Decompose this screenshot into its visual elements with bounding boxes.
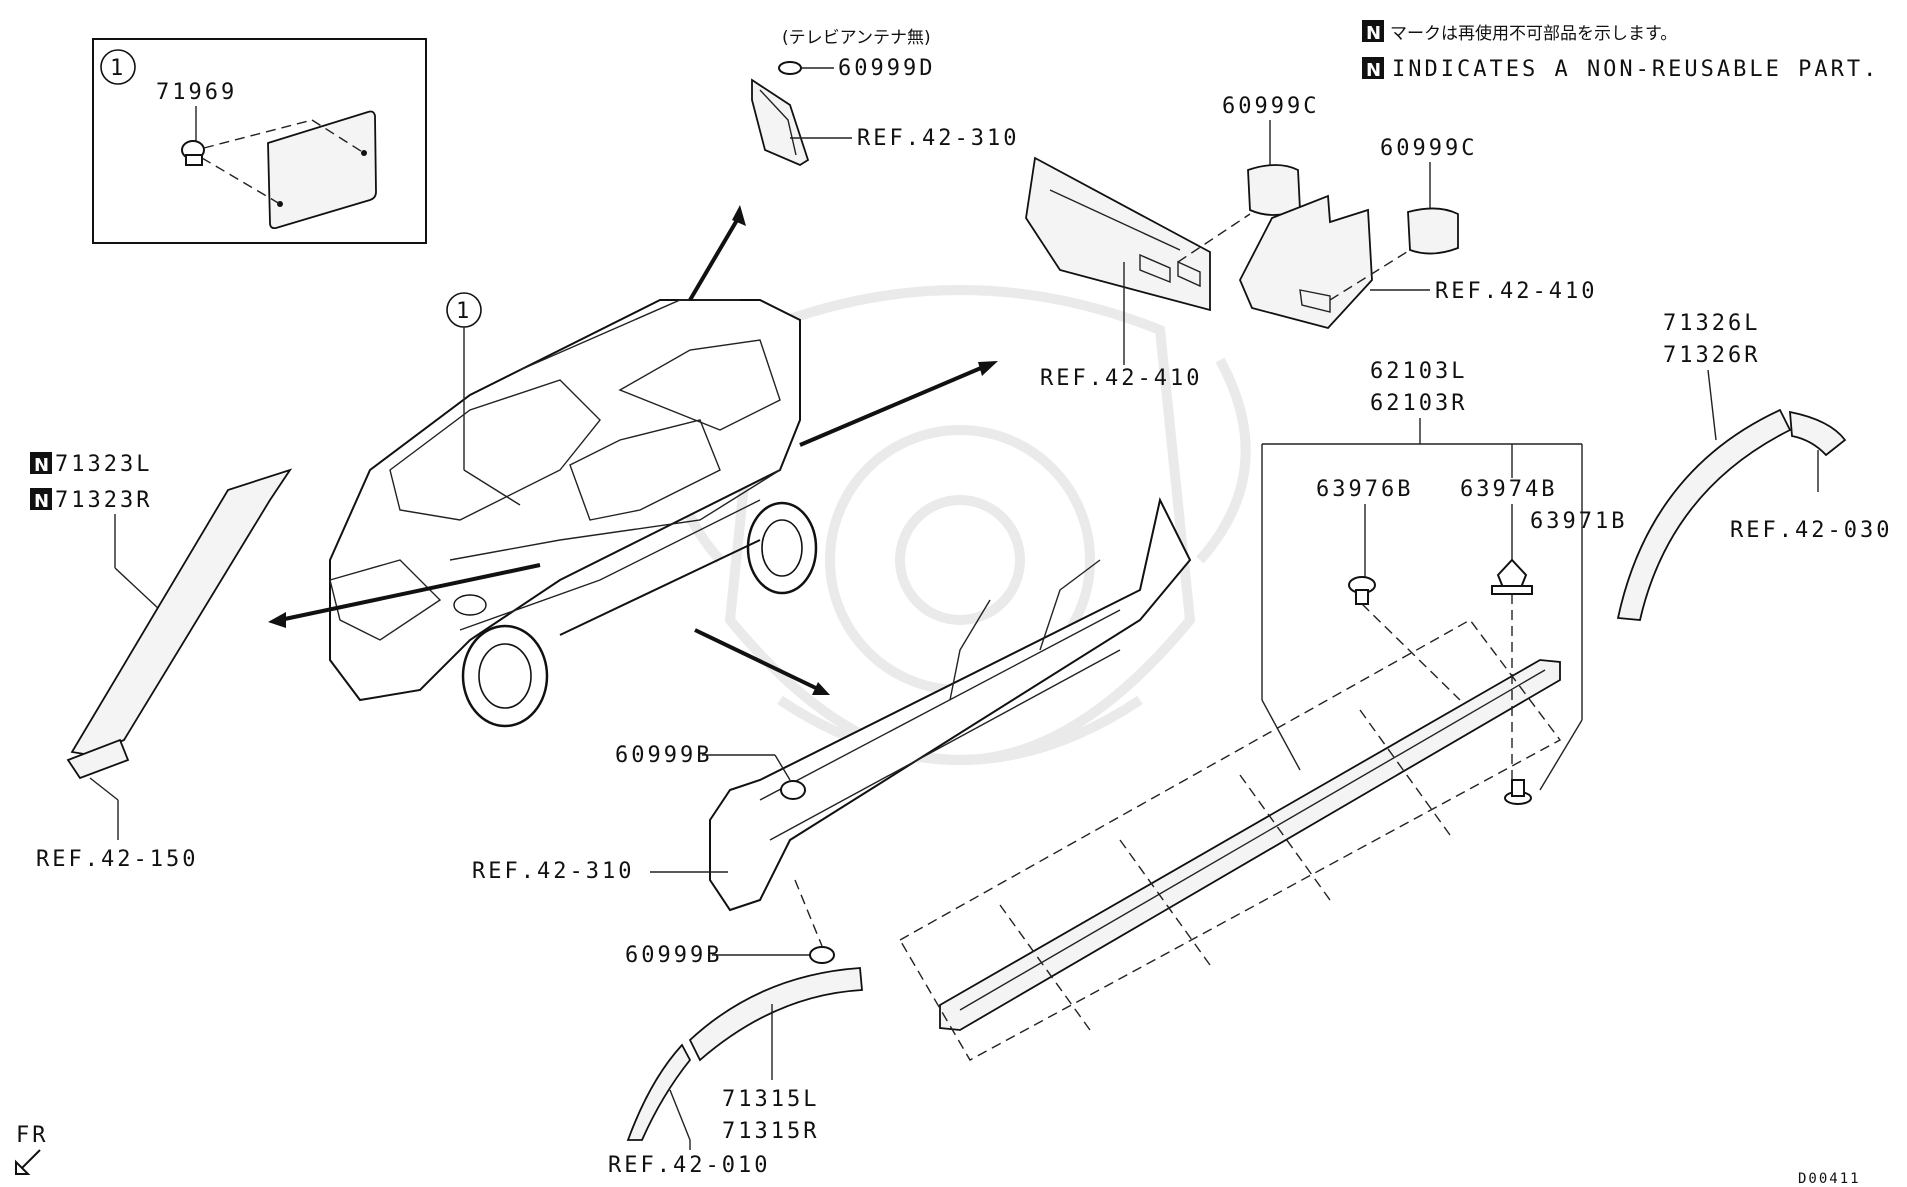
label-62103L: 62103L — [1370, 359, 1467, 384]
label-fr: FR — [16, 1123, 49, 1148]
label-71326R: 71326R — [1663, 343, 1760, 368]
label-60999B-b: 60999B — [625, 943, 722, 968]
pillar-molding-group: N 71323L N 71323R REF.42-150 — [30, 452, 293, 872]
vehicle-callout-number: 1 — [456, 299, 472, 324]
diagram-code: D00411 — [1798, 1171, 1861, 1187]
inset-callout-number: 1 — [110, 56, 126, 81]
clip-63971B-icon — [1504, 779, 1532, 805]
vehicle-illustration — [329, 299, 818, 728]
label-ref-42-310-bot: REF.42-310 — [472, 859, 634, 884]
label-63971B: 63971B — [1530, 509, 1627, 534]
label-ref-42-150: REF.42-150 — [36, 847, 198, 872]
pointer-arrows — [268, 205, 998, 695]
clip-71969-icon — [181, 140, 205, 166]
label-60999B-a: 60999B — [615, 743, 712, 768]
svg-text:N: N — [1366, 60, 1381, 81]
clip-63976B-icon — [1348, 576, 1376, 605]
label-71323L: 71323L — [55, 452, 152, 477]
label-62103R: 62103R — [1370, 391, 1467, 416]
antenna-group: (テレビアンテナ無) 60999D REF.42-310 — [751, 28, 1019, 167]
label-ref-42-010: REF.42-010 — [608, 1153, 770, 1178]
label-ref-42-310-top: REF.42-310 — [857, 126, 1019, 151]
label-63976B: 63976B — [1316, 477, 1413, 502]
front-direction-indicator: FR — [15, 1123, 49, 1175]
label-63974B: 63974B — [1460, 477, 1557, 502]
svg-text:N: N — [34, 491, 49, 512]
svg-text:N: N — [34, 455, 49, 476]
body-side-panel: 60999B REF.42-310 60999B — [472, 497, 1192, 968]
front-fender-molding-part — [688, 967, 863, 1062]
label-ref-42-410-a: REF.42-410 — [1040, 366, 1202, 391]
non-reusable-notice: N マークは再使用不可部品を示します。 N INDICATES A NON-RE… — [1362, 20, 1879, 82]
front-fender-molding-group: 71315L 71315R REF.42-010 — [608, 967, 863, 1178]
rear-panel-group: 60999C REF.42-410 60999C REF.42-410 — [1025, 94, 1597, 391]
clip-63974B-icon — [1491, 558, 1533, 595]
notice-jp-text: マークは再使用不可部品を示します。 — [1390, 23, 1677, 44]
label-71315R: 71315R — [722, 1119, 819, 1144]
label-71315L: 71315L — [722, 1087, 819, 1112]
rear-fender-molding-group: 71326L 71326R REF.42-030 — [1616, 311, 1892, 621]
label-71323R: 71323R — [55, 488, 152, 513]
side-sill-group: 62103L 62103R 63976B 63974B 63971B — [899, 359, 1627, 1061]
svg-text:N: N — [1366, 23, 1381, 44]
side-sill-garnish-part — [939, 659, 1561, 1031]
label-60999D: 60999D — [838, 56, 935, 81]
label-ref-42-030: REF.42-030 — [1730, 518, 1892, 543]
inset-box: 1 71969 — [92, 38, 427, 244]
label-60999C-b: 60999C — [1380, 136, 1477, 161]
label-71326L: 71326L — [1663, 311, 1760, 336]
label-60999C-a: 60999C — [1222, 94, 1319, 119]
notice-en-text: INDICATES A NON-REUSABLE PART. — [1392, 57, 1879, 82]
license-plate-part — [267, 110, 377, 230]
label-71969: 71969 — [156, 80, 237, 105]
label-tv-note: (テレビアンテナ無) — [782, 28, 931, 48]
label-ref-42-410-b: REF.42-410 — [1435, 279, 1597, 304]
